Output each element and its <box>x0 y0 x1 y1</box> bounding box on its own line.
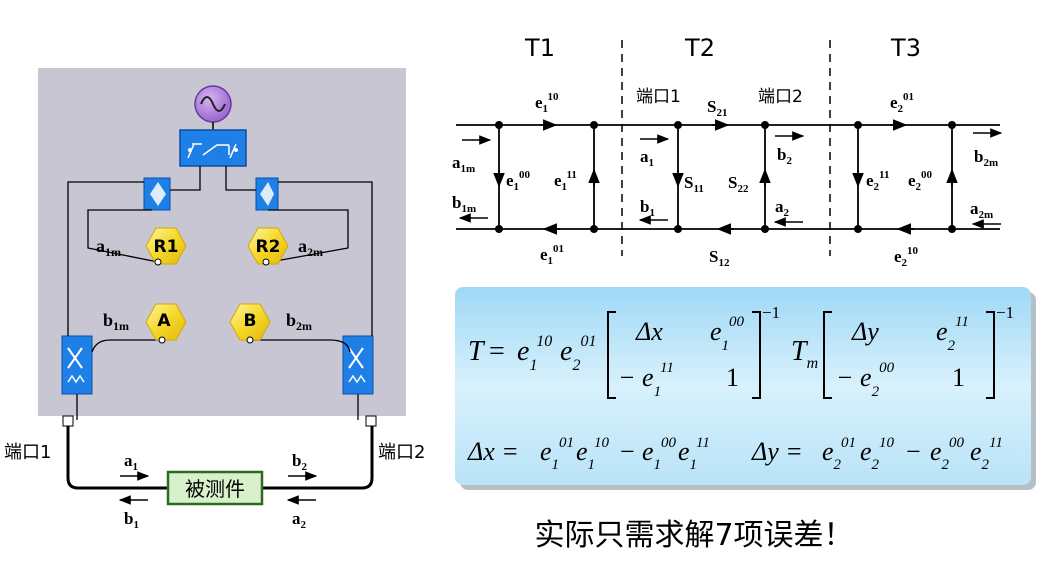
flow-e2-10: e210 <box>894 245 919 269</box>
flow-e2-01: e201 <box>890 91 914 115</box>
flow-port1-label: 端口1 <box>636 87 681 107</box>
cable-label-a1: a1 <box>124 451 138 473</box>
label-a2m: a2m <box>298 236 323 259</box>
svg-text:Δy =: Δy = <box>751 437 803 466</box>
port1-label: 端口1 <box>4 442 51 463</box>
flow-b2m: b2m <box>974 147 998 169</box>
caption: 实际只需求解7项误差！ <box>534 518 853 553</box>
flow-b2: b2 <box>777 145 792 167</box>
svg-text:Δx =: Δx = <box>467 437 519 466</box>
svg-text:1: 1 <box>726 363 739 392</box>
receiver-a: A <box>145 303 187 344</box>
flow-a2: a2 <box>775 197 790 219</box>
flow-e2-11: e211 <box>866 169 889 193</box>
port2-label: 端口2 <box>378 442 425 463</box>
svg-text:T: T <box>468 336 486 367</box>
receiver-b: B <box>229 303 271 344</box>
svg-text:e210: e210 <box>860 435 895 473</box>
flow-e1-10: e110 <box>535 91 559 115</box>
test-set-wiring <box>67 166 373 420</box>
label-b1m: b1m <box>103 310 129 333</box>
receiver-r1-label: R1 <box>154 237 179 257</box>
svg-text:e100: e100 <box>710 314 745 354</box>
section-t1: T1 <box>524 34 555 62</box>
flow-a2m: a2m <box>970 199 993 221</box>
signal-flow-graph: T1 T2 T3 端口1 端口2 <box>452 34 1003 269</box>
cable-label-b1: b1 <box>124 509 139 531</box>
source-coupler-left-icon <box>143 177 171 211</box>
flow-e2-00: e200 <box>908 169 933 193</box>
flow-port2-label: 端口2 <box>758 87 803 107</box>
svg-text:e200: e200 <box>930 435 965 473</box>
svg-text:e110: e110 <box>576 435 609 473</box>
flow-b1: b1 <box>640 197 655 219</box>
flow-b1m: b1m <box>452 193 476 215</box>
svg-text:e211: e211 <box>970 435 1003 473</box>
svg-text:e211: e211 <box>936 314 969 354</box>
test-cable <box>66 426 374 490</box>
receiver-r2-label: R2 <box>256 237 281 257</box>
test-set-block-diagram: R1 R2 A B a1m a2m b1m b2m 端口1 端口2 被测件 <box>4 68 425 531</box>
svg-text:1: 1 <box>952 363 965 392</box>
flow-s11: S11 <box>684 173 704 195</box>
svg-text:− e111: − e111 <box>618 360 674 400</box>
svg-text:e110: e110 <box>517 333 552 374</box>
flow-a1m: a1m <box>452 153 475 175</box>
formula-box: T = e110 e201 Δx e100 − e111 1 −1 Tm Δy … <box>455 287 1036 490</box>
svg-text:Tm: Tm <box>791 336 818 372</box>
cable-label-b2: b2 <box>292 451 307 473</box>
flow-e1-11: e111 <box>554 169 577 193</box>
source-coupler-right-icon <box>255 177 279 211</box>
section-t3: T3 <box>890 34 921 62</box>
svg-text:−1: −1 <box>996 303 1014 322</box>
svg-text:−1: −1 <box>762 303 780 322</box>
svg-text:−: − <box>906 437 921 466</box>
dut-label: 被测件 <box>185 477 245 501</box>
label-a1m: a1m <box>96 236 121 259</box>
receiver-r2: R2 <box>247 227 289 266</box>
receiver-b-label: B <box>244 311 257 331</box>
label-b2m: b2m <box>286 310 312 333</box>
rf-switch-icon <box>179 129 247 167</box>
svg-text:Δy: Δy <box>851 317 879 346</box>
receiver-a-label: A <box>157 311 171 331</box>
receiver-r1: R1 <box>145 227 187 266</box>
port2-connector <box>365 415 377 427</box>
formula-t-line: T = e110 e201 Δx e100 − e111 1 −1 Tm Δy … <box>468 303 1014 400</box>
svg-text:−: − <box>620 437 635 466</box>
flow-s12: S12 <box>709 247 730 269</box>
svg-text:e100: e100 <box>642 435 677 473</box>
svg-text:e111: e111 <box>678 435 710 473</box>
svg-text:=: = <box>489 336 505 367</box>
formula-dx-line: Δx = e101 e110 − e100 e111 <box>467 435 710 473</box>
flow-s21: S21 <box>707 97 727 119</box>
flow-a1: a1 <box>640 147 654 169</box>
flow-e1-00: e100 <box>506 169 531 193</box>
svg-text:− e200: − e200 <box>836 360 895 400</box>
svg-text:e201: e201 <box>822 435 856 473</box>
port2-directional-coupler-icon <box>342 335 374 395</box>
svg-text:Δx: Δx <box>635 317 663 346</box>
flow-s22: S22 <box>728 173 749 195</box>
flow-e1-01: e101 <box>540 243 564 267</box>
svg-text:e201: e201 <box>560 333 596 374</box>
dut-box <box>166 470 264 506</box>
port1-connector <box>62 415 74 427</box>
port1-directional-coupler-icon <box>61 335 93 395</box>
cable-label-a2: a2 <box>292 509 307 531</box>
section-t2: T2 <box>684 34 715 62</box>
formula-dy-line: Δy = e201 e210 − e200 e211 <box>751 435 1003 473</box>
svg-text:e101: e101 <box>540 435 574 473</box>
